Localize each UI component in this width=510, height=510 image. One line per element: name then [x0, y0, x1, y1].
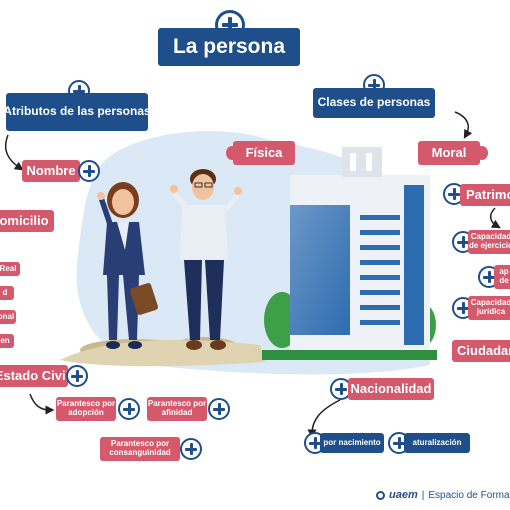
fisica-label[interactable]: Física [233, 141, 295, 165]
man-illustration [170, 169, 242, 350]
moral-tab-handle [476, 146, 488, 160]
parentesco-adopcion-label: Parantesco por adopción [56, 397, 116, 421]
parentesco-consanguinidad-label: Parantesco por consanguinidad [100, 437, 180, 461]
estado-civil-label: Estado Civil [0, 365, 69, 387]
parentesco-afinidad-expand-icon[interactable] [208, 398, 230, 420]
nombre-expand-icon[interactable] [78, 160, 100, 182]
footer-text: Espacio de Formació [428, 489, 510, 501]
capacidad-2-label: ap de [494, 265, 510, 289]
footer: uaem | Espacio de Formació [376, 487, 510, 503]
domicilio-item-2: d [0, 286, 14, 300]
footer-separator: | [421, 489, 425, 501]
nacimiento-label: por nacimiento [320, 433, 384, 453]
atributos-label: Atributos de las personas [3, 93, 151, 131]
woman-illustration [97, 182, 159, 349]
clases-label: Clases de personas [313, 88, 435, 118]
domicilio-item-3: onal [0, 310, 16, 324]
nombre-label: Nombre [22, 160, 80, 182]
nacionalidad-label: Nacionalidad [348, 378, 434, 400]
capacidad-juridica-label: Capacidad jurídica [468, 296, 510, 320]
capacidad-ejercicio-label: Capacidad de ejercicio [468, 230, 510, 254]
patrimonio-label: Patrimo [460, 184, 510, 206]
footer-brand: uaem [389, 489, 418, 501]
page-title: La persona [158, 28, 300, 66]
nacionalidad-expand-icon[interactable] [330, 378, 352, 400]
uaem-logo-icon [376, 490, 385, 500]
parentesco-adopcion-expand-icon[interactable] [118, 398, 140, 420]
ciudadania-label: Ciudadan [452, 340, 510, 362]
moral-label[interactable]: Moral [418, 141, 480, 165]
domicilio-item-4: en [0, 334, 14, 348]
parentesco-afinidad-label: Parantesco por afinidad [147, 397, 207, 421]
parentesco-consanguinidad-expand-icon[interactable] [180, 438, 202, 460]
domicilio-item-real: Real [0, 262, 20, 276]
estado-civil-expand-icon[interactable] [66, 365, 88, 387]
building-illustration [262, 147, 437, 360]
patrimonio-expand-icon[interactable] [443, 183, 465, 205]
naturalizacion-label: aturalización [404, 433, 470, 453]
domicilio-label: omicilio [0, 210, 54, 232]
